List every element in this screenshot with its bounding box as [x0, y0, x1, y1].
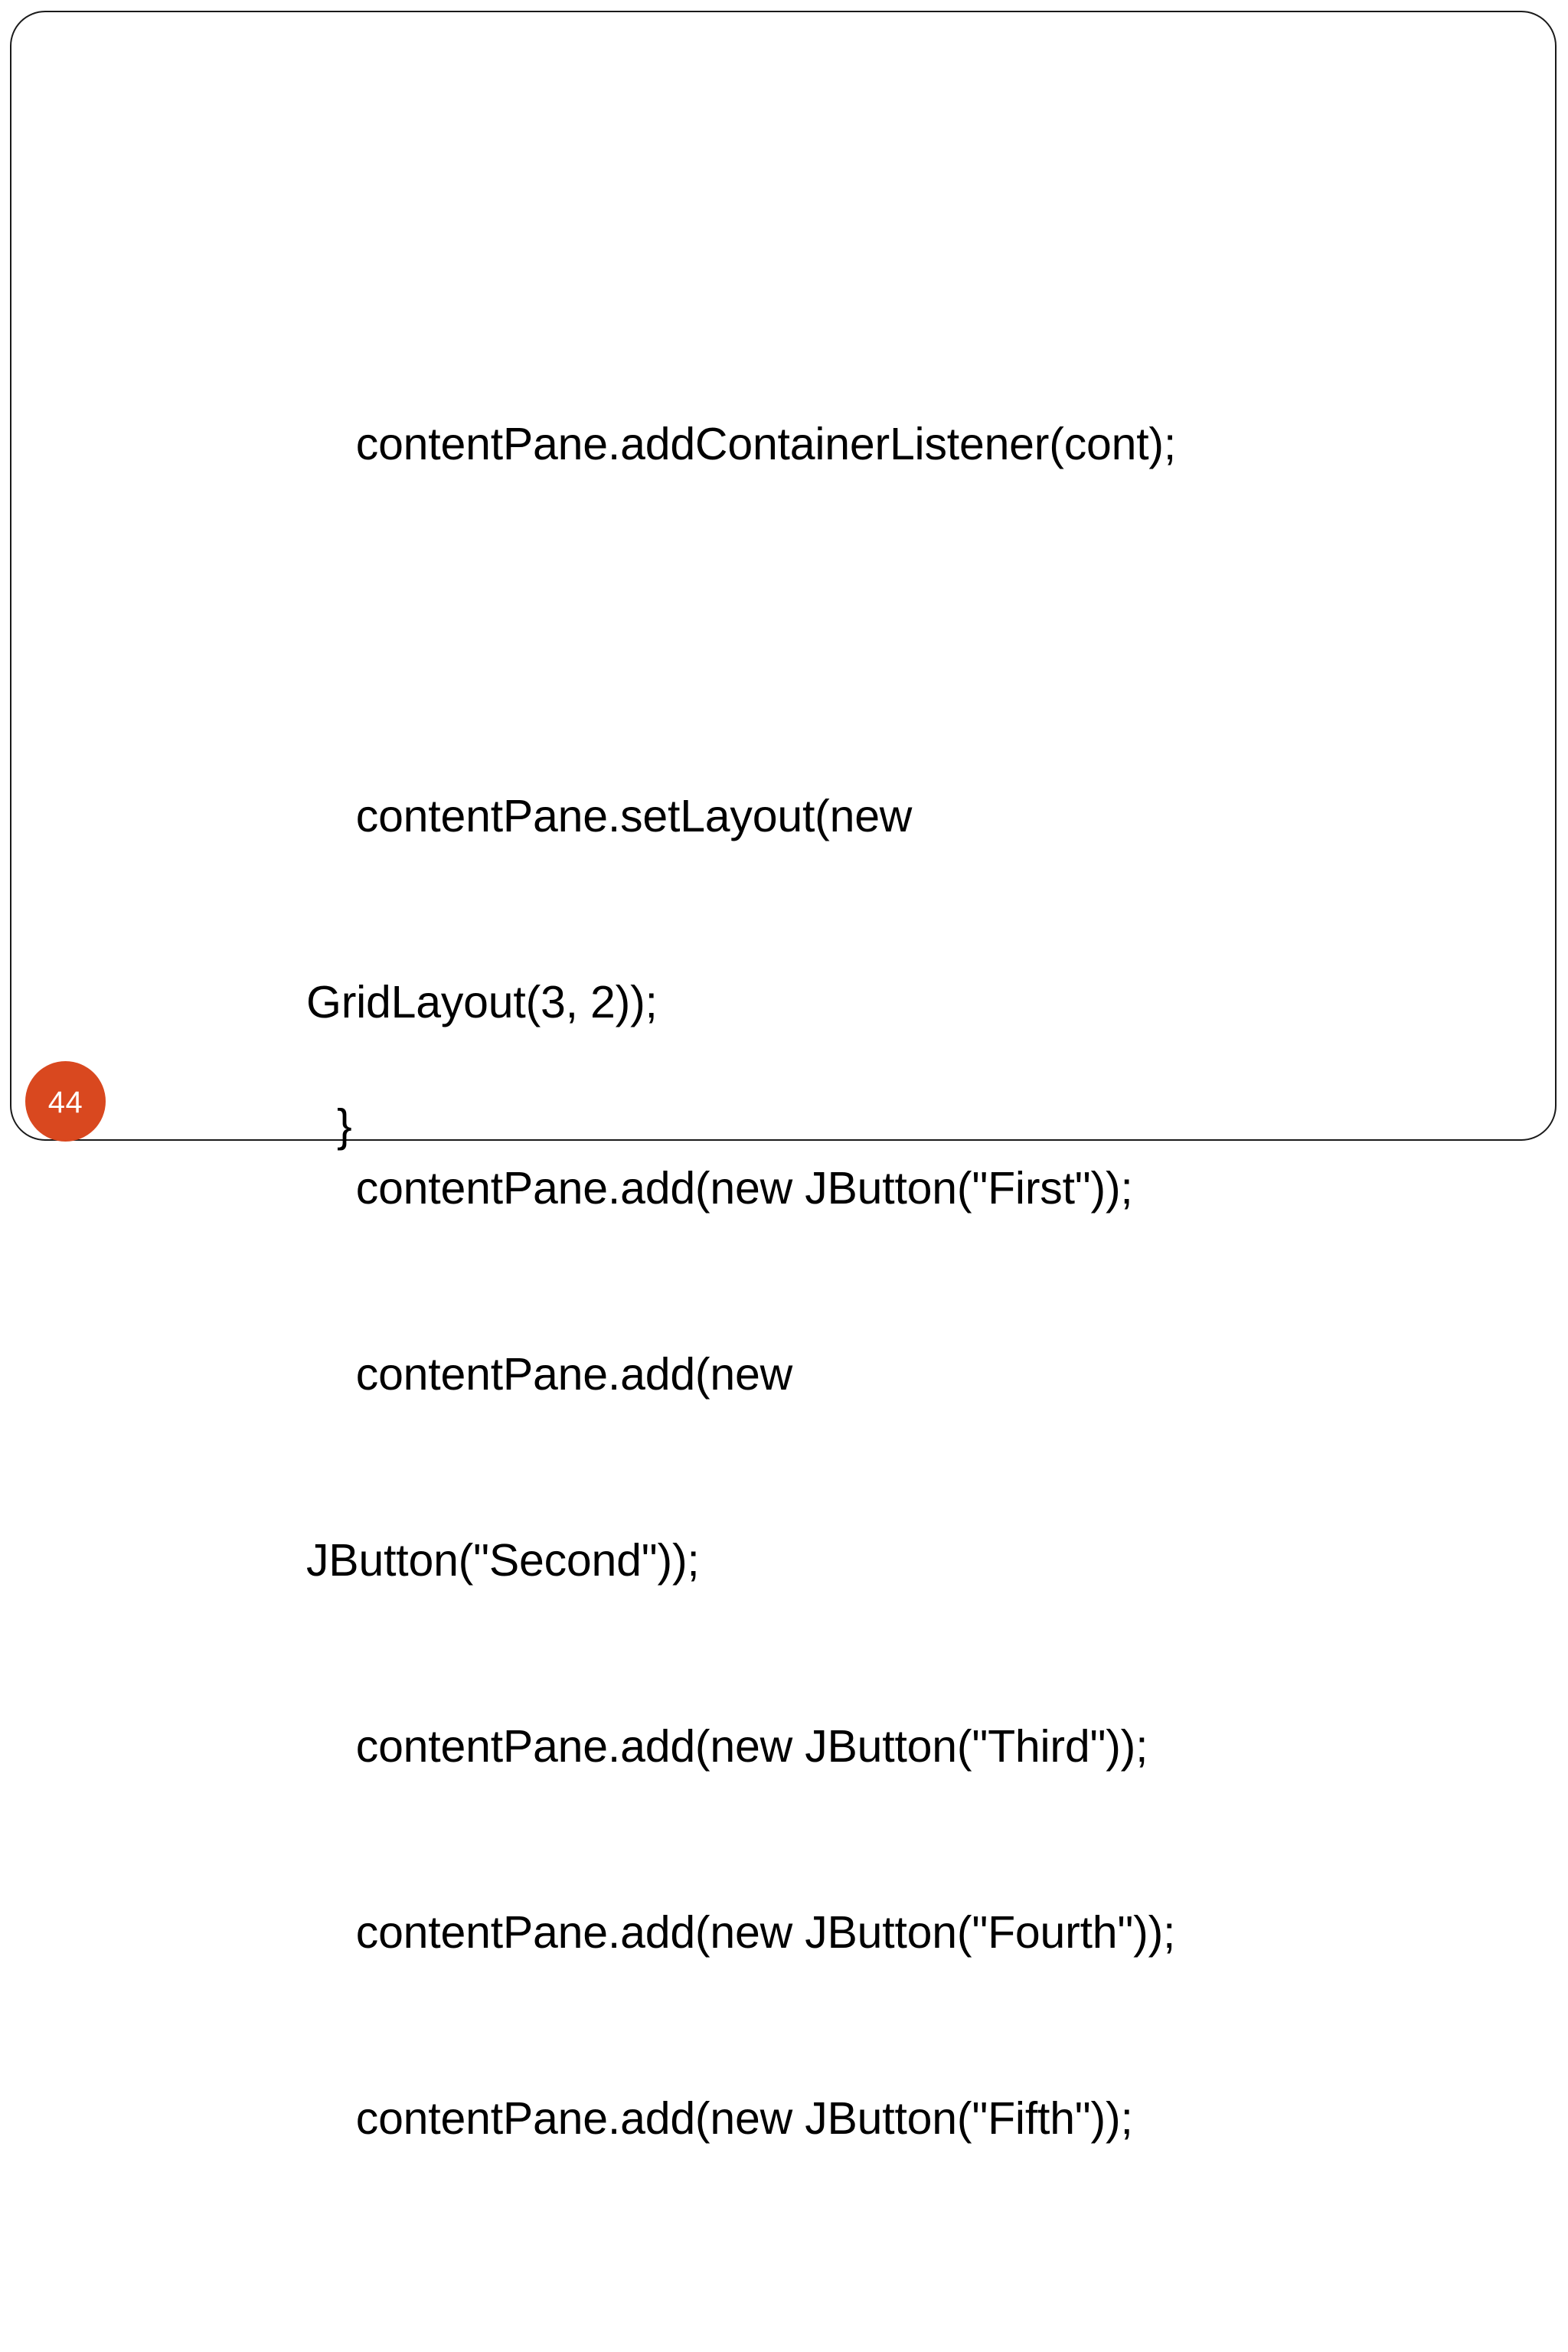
code-line-blank	[306, 599, 1501, 662]
code-line: GridLayout(3, 2));	[306, 977, 658, 1027]
page-number-label: 44	[47, 1085, 83, 1119]
slide: contentPane.addContainerListener(cont); …	[10, 11, 1557, 2144]
code-line: contentPane.setLayout(new	[306, 791, 913, 841]
code-line: contentPane.add(new JButton("First"));	[306, 1163, 1133, 1214]
code-block: contentPane.addContainerListener(cont); …	[306, 289, 1501, 2352]
code-line: contentPane.add(new JButton("Third"));	[306, 1721, 1148, 1772]
code-line: contentPane.add(new JButton("Fourth"));	[306, 1907, 1176, 1958]
code-line: contentPane.add(new JButton("Fifth"));	[306, 2093, 1133, 2144]
code-line: contentPane.addContainerListener(cont);	[306, 419, 1177, 469]
code-line: contentPane.add(new	[306, 1349, 793, 1400]
code-line-blank	[306, 2274, 1501, 2336]
code-closing-brace: }	[337, 1100, 352, 1151]
code-line: JButton("Second"));	[306, 1535, 700, 1586]
page-number-badge: 44	[25, 1061, 106, 1142]
